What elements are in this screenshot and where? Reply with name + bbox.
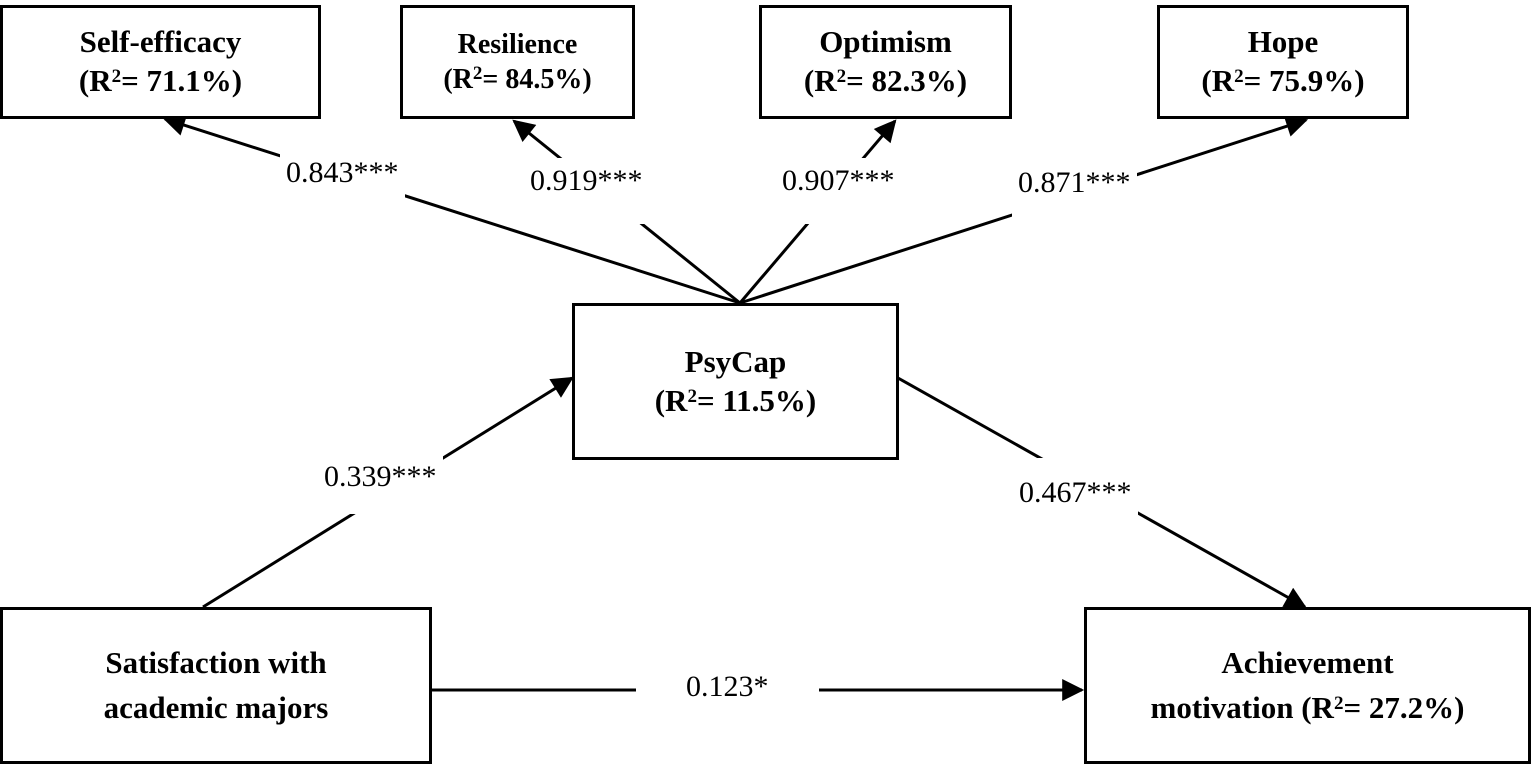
node-hope-title: Hope — [1247, 24, 1319, 60]
node-resilience: Resilience (R2= 84.5%) — [400, 5, 635, 119]
node-self-efficacy: Self-efficacy (R2= 71.1%) — [0, 5, 321, 119]
node-satisfaction-line1: Satisfaction with — [105, 644, 327, 680]
node-optimism-title: Optimism — [819, 24, 952, 60]
node-achievement: Achievement motivation (R2= 27.2%) — [1084, 607, 1531, 764]
node-resilience-r2: (R2= 84.5%) — [443, 63, 592, 95]
node-psycap-r2: (R2= 11.5%) — [654, 382, 817, 418]
node-psycap-title: PsyCap — [684, 343, 787, 379]
node-optimism: Optimism (R2= 82.3%) — [759, 5, 1012, 119]
node-hope-r2: (R2= 75.9%) — [1201, 63, 1365, 98]
node-hope: Hope (R2= 75.9%) — [1157, 5, 1409, 119]
node-achievement-line1: Achievement — [1221, 644, 1394, 680]
coef-psycap-to-resilience: 0.919*** — [524, 158, 649, 224]
arrow-psycap-to-self-efficacy — [162, 114, 741, 305]
node-resilience-title: Resilience — [457, 29, 578, 60]
node-satisfaction-line2: academic majors — [103, 689, 329, 725]
node-satisfaction: Satisfaction with academic majors — [0, 607, 432, 764]
coef-satisfaction-to-achievement: 0.123* — [636, 668, 819, 706]
coef-psycap-to-achievement: 0.467*** — [1013, 458, 1138, 538]
node-self-efficacy-title: Self-efficacy — [79, 24, 242, 60]
node-psycap: PsyCap (R2= 11.5%) — [572, 303, 899, 460]
node-optimism-r2: (R2= 82.3%) — [803, 63, 968, 98]
coef-satisfaction-to-psycap: 0.339*** — [318, 440, 443, 514]
node-achievement-line2: motivation (R2= 27.2%) — [1150, 689, 1465, 725]
node-self-efficacy-r2: (R2= 71.1%) — [78, 63, 243, 98]
coef-psycap-to-self-efficacy: 0.843*** — [280, 150, 405, 218]
coef-psycap-to-optimism: 0.907*** — [776, 158, 901, 224]
coef-psycap-to-hope: 0.871*** — [1012, 160, 1137, 226]
